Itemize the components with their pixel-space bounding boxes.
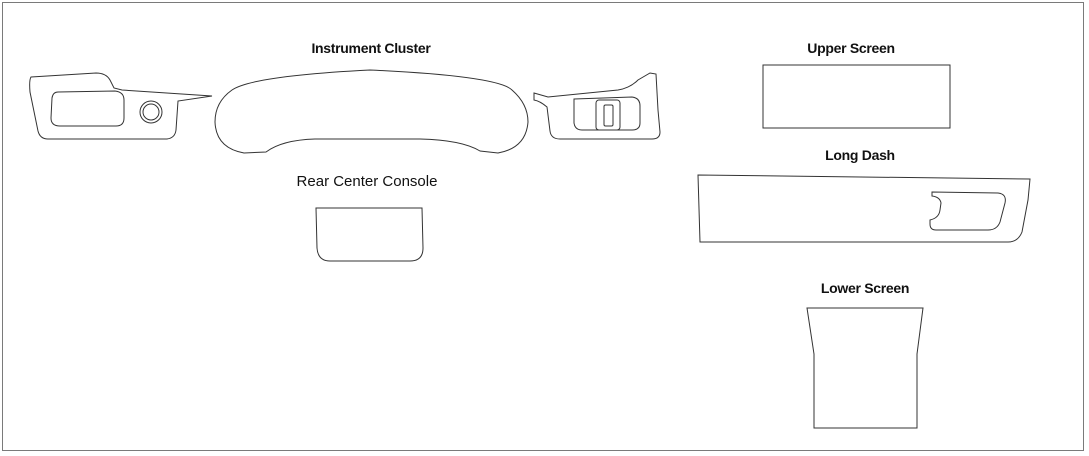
left-dash-trim-knob-inner — [142, 103, 160, 121]
left-dash-trim-outline — [29, 72, 213, 140]
instrument-cluster-shape — [214, 69, 529, 154]
label-long-dash: Long Dash — [825, 147, 895, 163]
diagram-frame — [2, 2, 1084, 451]
left-dash-trim-knob-outer — [139, 100, 163, 124]
lower-screen-shape — [806, 307, 924, 429]
instrument-cluster-outline — [214, 69, 529, 154]
right-dash-trim-outline — [533, 72, 661, 140]
right-dash-trim-switch-outer — [595, 99, 621, 131]
label-lower-screen: Lower Screen — [820, 280, 910, 296]
label-rear-center-console: Rear Center Console — [296, 173, 438, 190]
right-dash-trim — [533, 72, 661, 140]
left-dash-trim — [29, 72, 213, 140]
right-dash-trim-cutout — [573, 96, 641, 131]
rear-center-console-shape — [315, 207, 424, 262]
right-dash-trim-switch-inner — [603, 104, 614, 127]
upper-screen-shape — [762, 64, 951, 129]
long-dash-cutout — [929, 191, 1006, 231]
left-dash-trim-cutout — [50, 90, 125, 127]
long-dash-outline — [697, 174, 1031, 243]
label-instrument-cluster: Instrument Cluster — [311, 40, 431, 56]
long-dash-shape — [697, 174, 1031, 243]
label-upper-screen: Upper Screen — [807, 40, 895, 56]
